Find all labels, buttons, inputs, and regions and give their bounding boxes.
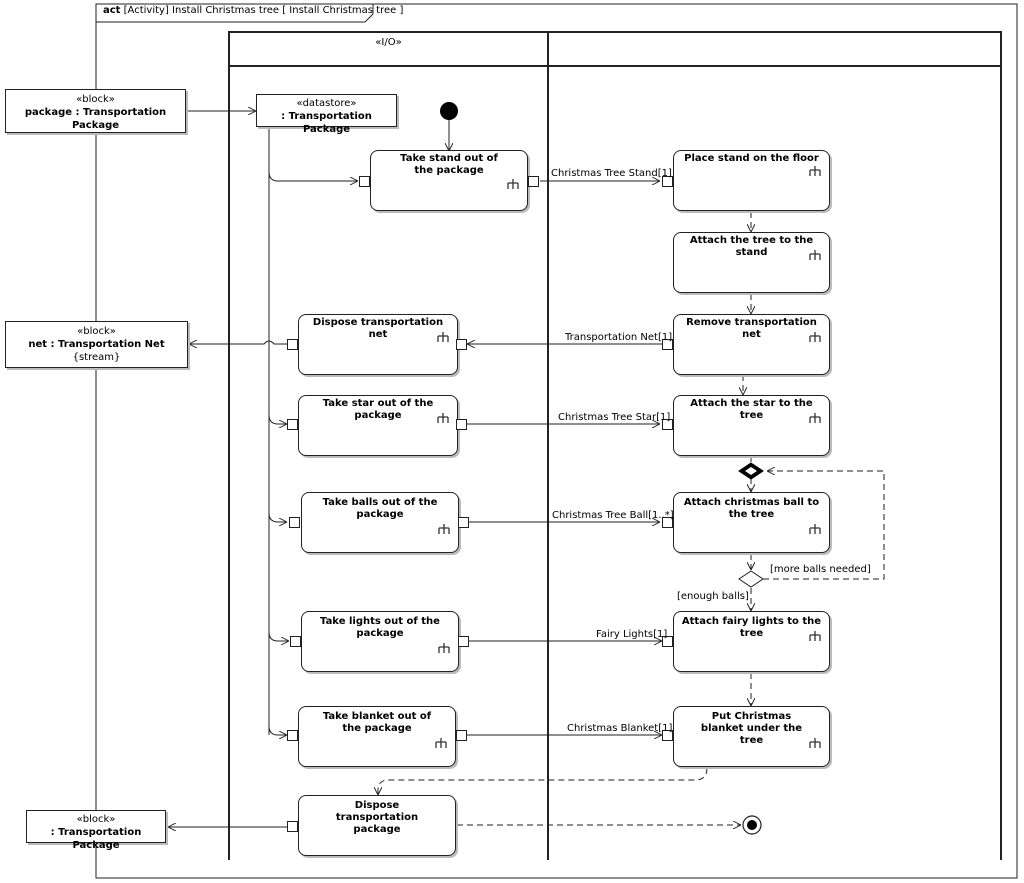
action-attach-star[interactable]: Attach the star to the tree <box>673 395 830 456</box>
action-take-balls[interactable]: Take balls out of the package <box>301 492 459 553</box>
block-package-in[interactable]: «block» package : Transportation Package <box>5 89 186 133</box>
pin[interactable] <box>662 419 673 430</box>
pin[interactable] <box>458 636 469 647</box>
flow-label-ball: Christmas Tree Ball[1..*] <box>552 510 674 521</box>
pin[interactable] <box>662 517 673 528</box>
final-node-core <box>747 820 757 830</box>
merge-node-inner <box>745 467 757 475</box>
rake-icon <box>437 413 449 423</box>
initial-node <box>440 102 458 120</box>
pin[interactable] <box>662 176 673 187</box>
action-attach-lights[interactable]: Attach fairy lights to the tree <box>673 611 830 672</box>
action-take-blanket[interactable]: Take blanket out of the package <box>298 706 456 767</box>
block-net-out[interactable]: «block» net : Transportation Net {stream… <box>5 321 188 368</box>
flow-label-stand: Christmas Tree Stand[1] <box>551 168 672 179</box>
action-place-stand[interactable]: Place stand on the floor <box>673 150 830 211</box>
action-take-star[interactable]: Take star out of the package <box>298 395 458 456</box>
rake-icon <box>809 738 821 748</box>
rake-icon <box>437 332 449 342</box>
pin[interactable] <box>662 636 673 647</box>
datastore-node[interactable]: «datastore» : Transportation Package <box>256 94 397 135</box>
ctrl-a13-a14 <box>378 767 708 795</box>
pin[interactable] <box>290 636 301 647</box>
rake-icon <box>809 524 821 534</box>
flow-ds-a10 <box>268 631 289 641</box>
action-remove-net[interactable]: Remove transportation net <box>673 314 830 375</box>
frame-tab <box>96 4 374 23</box>
guard-more-balls: [more balls needed] <box>770 564 871 575</box>
rake-icon <box>507 179 519 189</box>
ctrl-loop-back <box>763 471 885 580</box>
pin[interactable] <box>287 730 298 741</box>
lane-label-io: «I/O» <box>375 37 402 48</box>
pin[interactable] <box>287 339 298 350</box>
pin[interactable] <box>662 730 673 741</box>
pin[interactable] <box>456 339 467 350</box>
flow-ds-a6 <box>268 414 287 424</box>
rake-icon <box>809 332 821 342</box>
flow-ds-a1 <box>268 171 358 181</box>
rake-icon <box>438 524 450 534</box>
pin[interactable] <box>287 419 298 430</box>
flow-ds-a8 <box>268 512 287 522</box>
action-attach-tree[interactable]: Attach the tree to the stand <box>673 232 830 293</box>
rake-icon <box>809 166 821 176</box>
block-package-out[interactable]: «block» : Transportation Package <box>26 810 166 851</box>
action-dispose-package[interactable]: Dispose transportation package <box>298 795 456 856</box>
rake-icon <box>809 250 821 260</box>
flow-net-out <box>189 341 287 344</box>
rake-icon <box>438 643 450 653</box>
flow-label-star: Christmas Tree Star[1] <box>558 412 671 423</box>
decision-node <box>738 570 764 588</box>
pin[interactable] <box>287 821 298 832</box>
flow-label-blanket: Christmas Blanket[1] <box>567 723 673 734</box>
pin[interactable] <box>359 176 370 187</box>
rake-icon <box>809 631 821 641</box>
pin[interactable] <box>528 176 539 187</box>
flow-label-net: Transportation Net[1] <box>565 332 673 343</box>
flow-ds-a12 <box>268 725 287 735</box>
pin[interactable] <box>289 517 300 528</box>
pin[interactable] <box>456 730 467 741</box>
guard-enough-balls: [enough balls] <box>677 591 749 602</box>
rake-icon <box>435 738 447 748</box>
action-take-lights[interactable]: Take lights out of the package <box>301 611 459 672</box>
frame-border <box>95 3 1018 879</box>
pin[interactable] <box>662 339 673 350</box>
pin[interactable] <box>456 419 467 430</box>
pin[interactable] <box>458 517 469 528</box>
action-put-blanket[interactable]: Put Christmas blanket under the tree <box>673 706 830 767</box>
frame-title: act [Activity] Install Christmas tree [ … <box>103 5 404 16</box>
action-take-stand[interactable]: Take stand out of the package <box>370 150 528 211</box>
rake-icon <box>809 413 821 423</box>
flow-label-lights: Fairy Lights[1] <box>596 629 668 640</box>
action-dispose-net[interactable]: Dispose transportation net <box>298 314 458 375</box>
action-attach-ball[interactable]: Attach christmas ball to the tree <box>673 492 830 553</box>
